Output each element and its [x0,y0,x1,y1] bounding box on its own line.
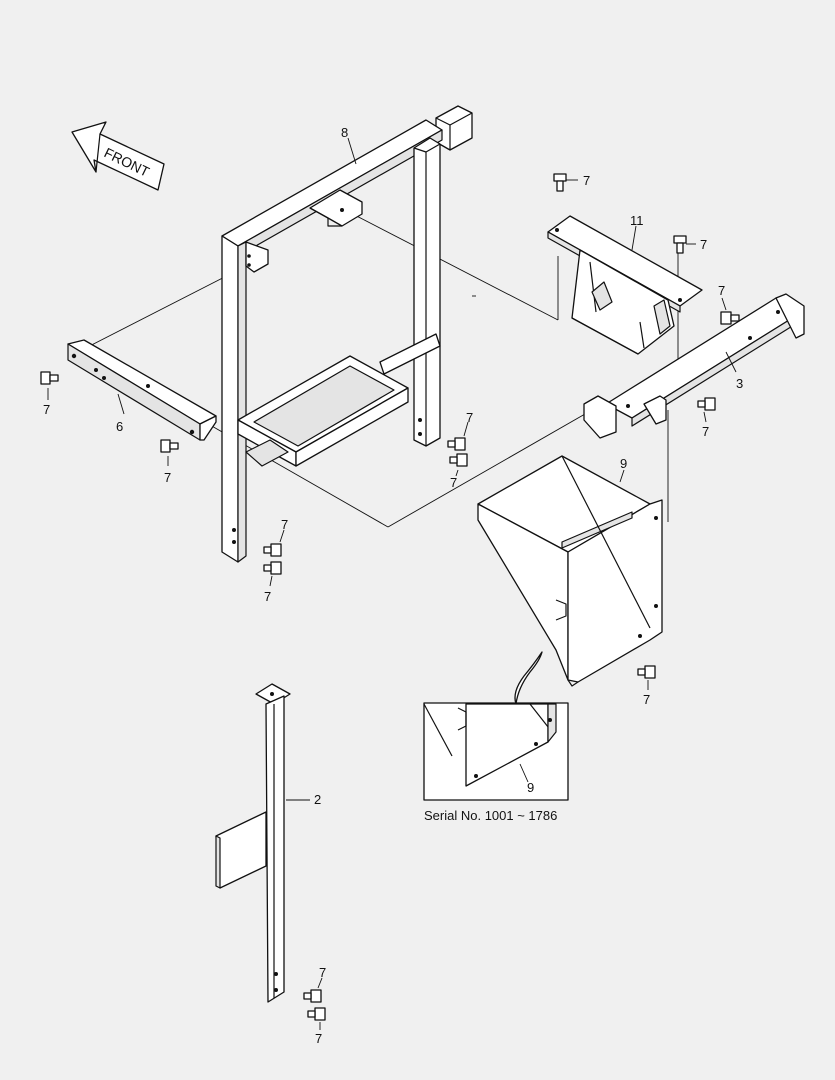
bolts [40,173,740,1021]
tray-bracket [547,215,703,355]
bolt-icon [637,665,656,679]
right-rail [583,293,805,439]
callout-leaders [47,137,737,1030]
front-arrow: FRONT [71,121,165,191]
bolt-icon [160,439,179,453]
bolt-icon [307,1007,326,1021]
callout-bolt: 7 [319,965,326,980]
callout-bolt: 7 [264,589,271,604]
bolt-icon [447,437,466,451]
main-frame [221,105,473,563]
bolt-icon [303,989,322,1003]
bolt-icon [449,453,468,467]
callout-bolt: 7 [281,517,288,532]
callout-bolt: 7 [466,410,473,425]
callout-tray-bracket: 11 [630,213,644,228]
callout-bolt: 7 [164,470,171,485]
callout-bolt: 7 [583,173,590,188]
callout-frame: 8 [341,125,348,140]
stay [215,683,291,1003]
inset-caption: Serial No. 1001 ~ 1786 [424,808,557,823]
bolt-icon [40,371,59,385]
callout-stay: 2 [314,792,321,807]
inset-detail: Serial No. 1001 ~ 1786 [423,651,569,823]
bolt-icon [697,397,716,411]
cover [477,455,663,687]
callout-bolt: 7 [315,1031,322,1046]
callout-cover-inset: 9 [527,780,534,795]
bolt-icon [673,235,687,254]
callout-bolt: 7 [718,283,725,298]
bolt-icon [720,311,740,325]
callout-bolt: 7 [43,402,50,417]
callout-right-rail: 3 [736,376,743,391]
callout-cover: 9 [620,456,627,471]
callout-bolt: 7 [700,237,707,252]
callouts: 8 11 3 6 9 9 2 7 7 7 7 7 7 7 7 7 7 7 7 7 [43,125,743,1046]
callout-bolt: 7 [643,692,650,707]
bolt-icon [553,173,567,192]
left-rail [67,339,217,441]
bolt-icon [263,543,282,557]
callout-bolt: 7 [450,475,457,490]
bolt-icon [263,561,282,575]
callout-left-rail: 6 [116,419,123,434]
callout-bolt: 7 [702,424,709,439]
